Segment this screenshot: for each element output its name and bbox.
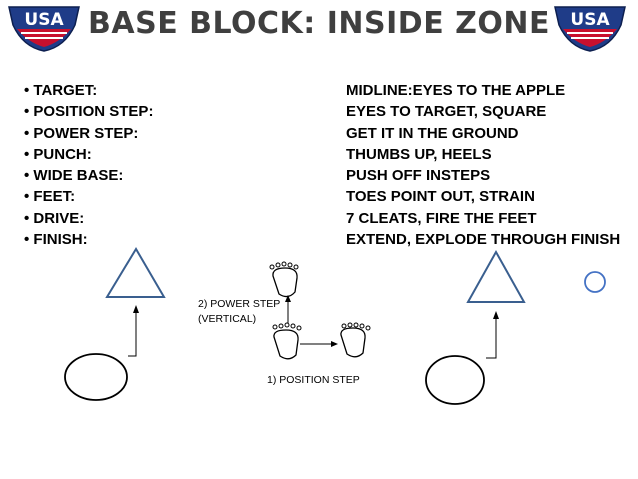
power-step-sublabel: (VERTICAL)	[198, 313, 257, 325]
coaching-point-row: • DRIVE: 7 CLEATS, FIRE THE FEET	[24, 208, 634, 229]
coaching-point-term: • POSITION STEP:	[24, 103, 154, 121]
usa-logo-text: USA	[24, 10, 64, 30]
coaching-point-detail: GET IT IN THE GROUND	[346, 124, 519, 142]
coaching-point-term: • FEET:	[24, 188, 76, 206]
usa-logo-left: USA	[8, 6, 80, 52]
coaching-point-detail: 7 CLEATS, FIRE THE FEET	[346, 209, 537, 227]
power-step-label: 2) POWER STEP	[198, 298, 281, 310]
power-step-arrowhead	[285, 295, 291, 302]
position-step-arrowhead	[331, 341, 338, 347]
coaching-point-row: • FEET: TOES POINT OUT, STRAIN	[24, 186, 634, 207]
usa-logo-text: USA	[570, 10, 610, 30]
coaching-point-detail: EXTEND, EXPLODE THROUGH FINISH	[346, 231, 621, 249]
coaching-point-detail: EYES TO TARGET, SQUARE	[346, 103, 547, 121]
coaching-point-term: • FINISH:	[24, 231, 88, 249]
coaching-point-term: • TARGET:	[24, 82, 98, 99]
defender-triangle-right	[466, 249, 526, 303]
coaching-point-term: • POWER STEP:	[24, 124, 139, 142]
footprint-start	[272, 322, 302, 360]
coaching-point-detail: TOES POINT OUT, STRAIN	[346, 188, 535, 206]
coaching-point-term: • WIDE BASE:	[24, 167, 124, 185]
coaching-point-detail: PUSH OFF INSTEPS	[346, 167, 491, 185]
blocker-circle-right	[425, 355, 485, 405]
coaching-point-row: • POWER STEP: GET IT IN THE GROUND	[24, 123, 634, 144]
arrowhead-right	[493, 311, 499, 319]
footprint-power-step	[269, 261, 299, 298]
coaching-point-row: • FINISH: EXTEND, EXPLODE THROUGH FINISH	[24, 229, 634, 250]
coaching-point-detail: MIDLINE:EYES TO THE APPLE	[346, 82, 566, 99]
coaching-point-detail: THUMBS UP, HEELS	[346, 145, 492, 163]
coaching-point-row: • POSITION STEP: EYES TO TARGET, SQUARE	[24, 101, 634, 122]
coaching-point-row: • PUNCH: THUMBS UP, HEELS	[24, 144, 634, 165]
coaching-point-row: • WIDE BASE: PUSH OFF INSTEPS	[24, 165, 634, 186]
page-title: BASE BLOCK: INSIDE ZONE	[88, 6, 550, 41]
block-path-right	[486, 318, 497, 359]
coaching-point-term: • DRIVE:	[24, 209, 85, 227]
blocker-circle-left	[64, 353, 128, 401]
position-step-label: 1) POSITION STEP	[267, 374, 360, 386]
arrowhead-left	[133, 305, 139, 313]
defender-triangle-left	[105, 247, 166, 298]
coaching-point-row: • TARGET: MIDLINE:EYES TO THE APPLE	[24, 80, 634, 101]
usa-logo-right: USA	[554, 6, 626, 52]
block-path-left	[128, 312, 137, 357]
coaching-points-list: • TARGET: MIDLINE:EYES TO THE APPLE • POSI…	[24, 80, 634, 250]
coaching-point-term: • PUNCH:	[24, 145, 92, 163]
footprint-position-step	[340, 322, 371, 358]
small-circle-marker	[584, 271, 606, 293]
